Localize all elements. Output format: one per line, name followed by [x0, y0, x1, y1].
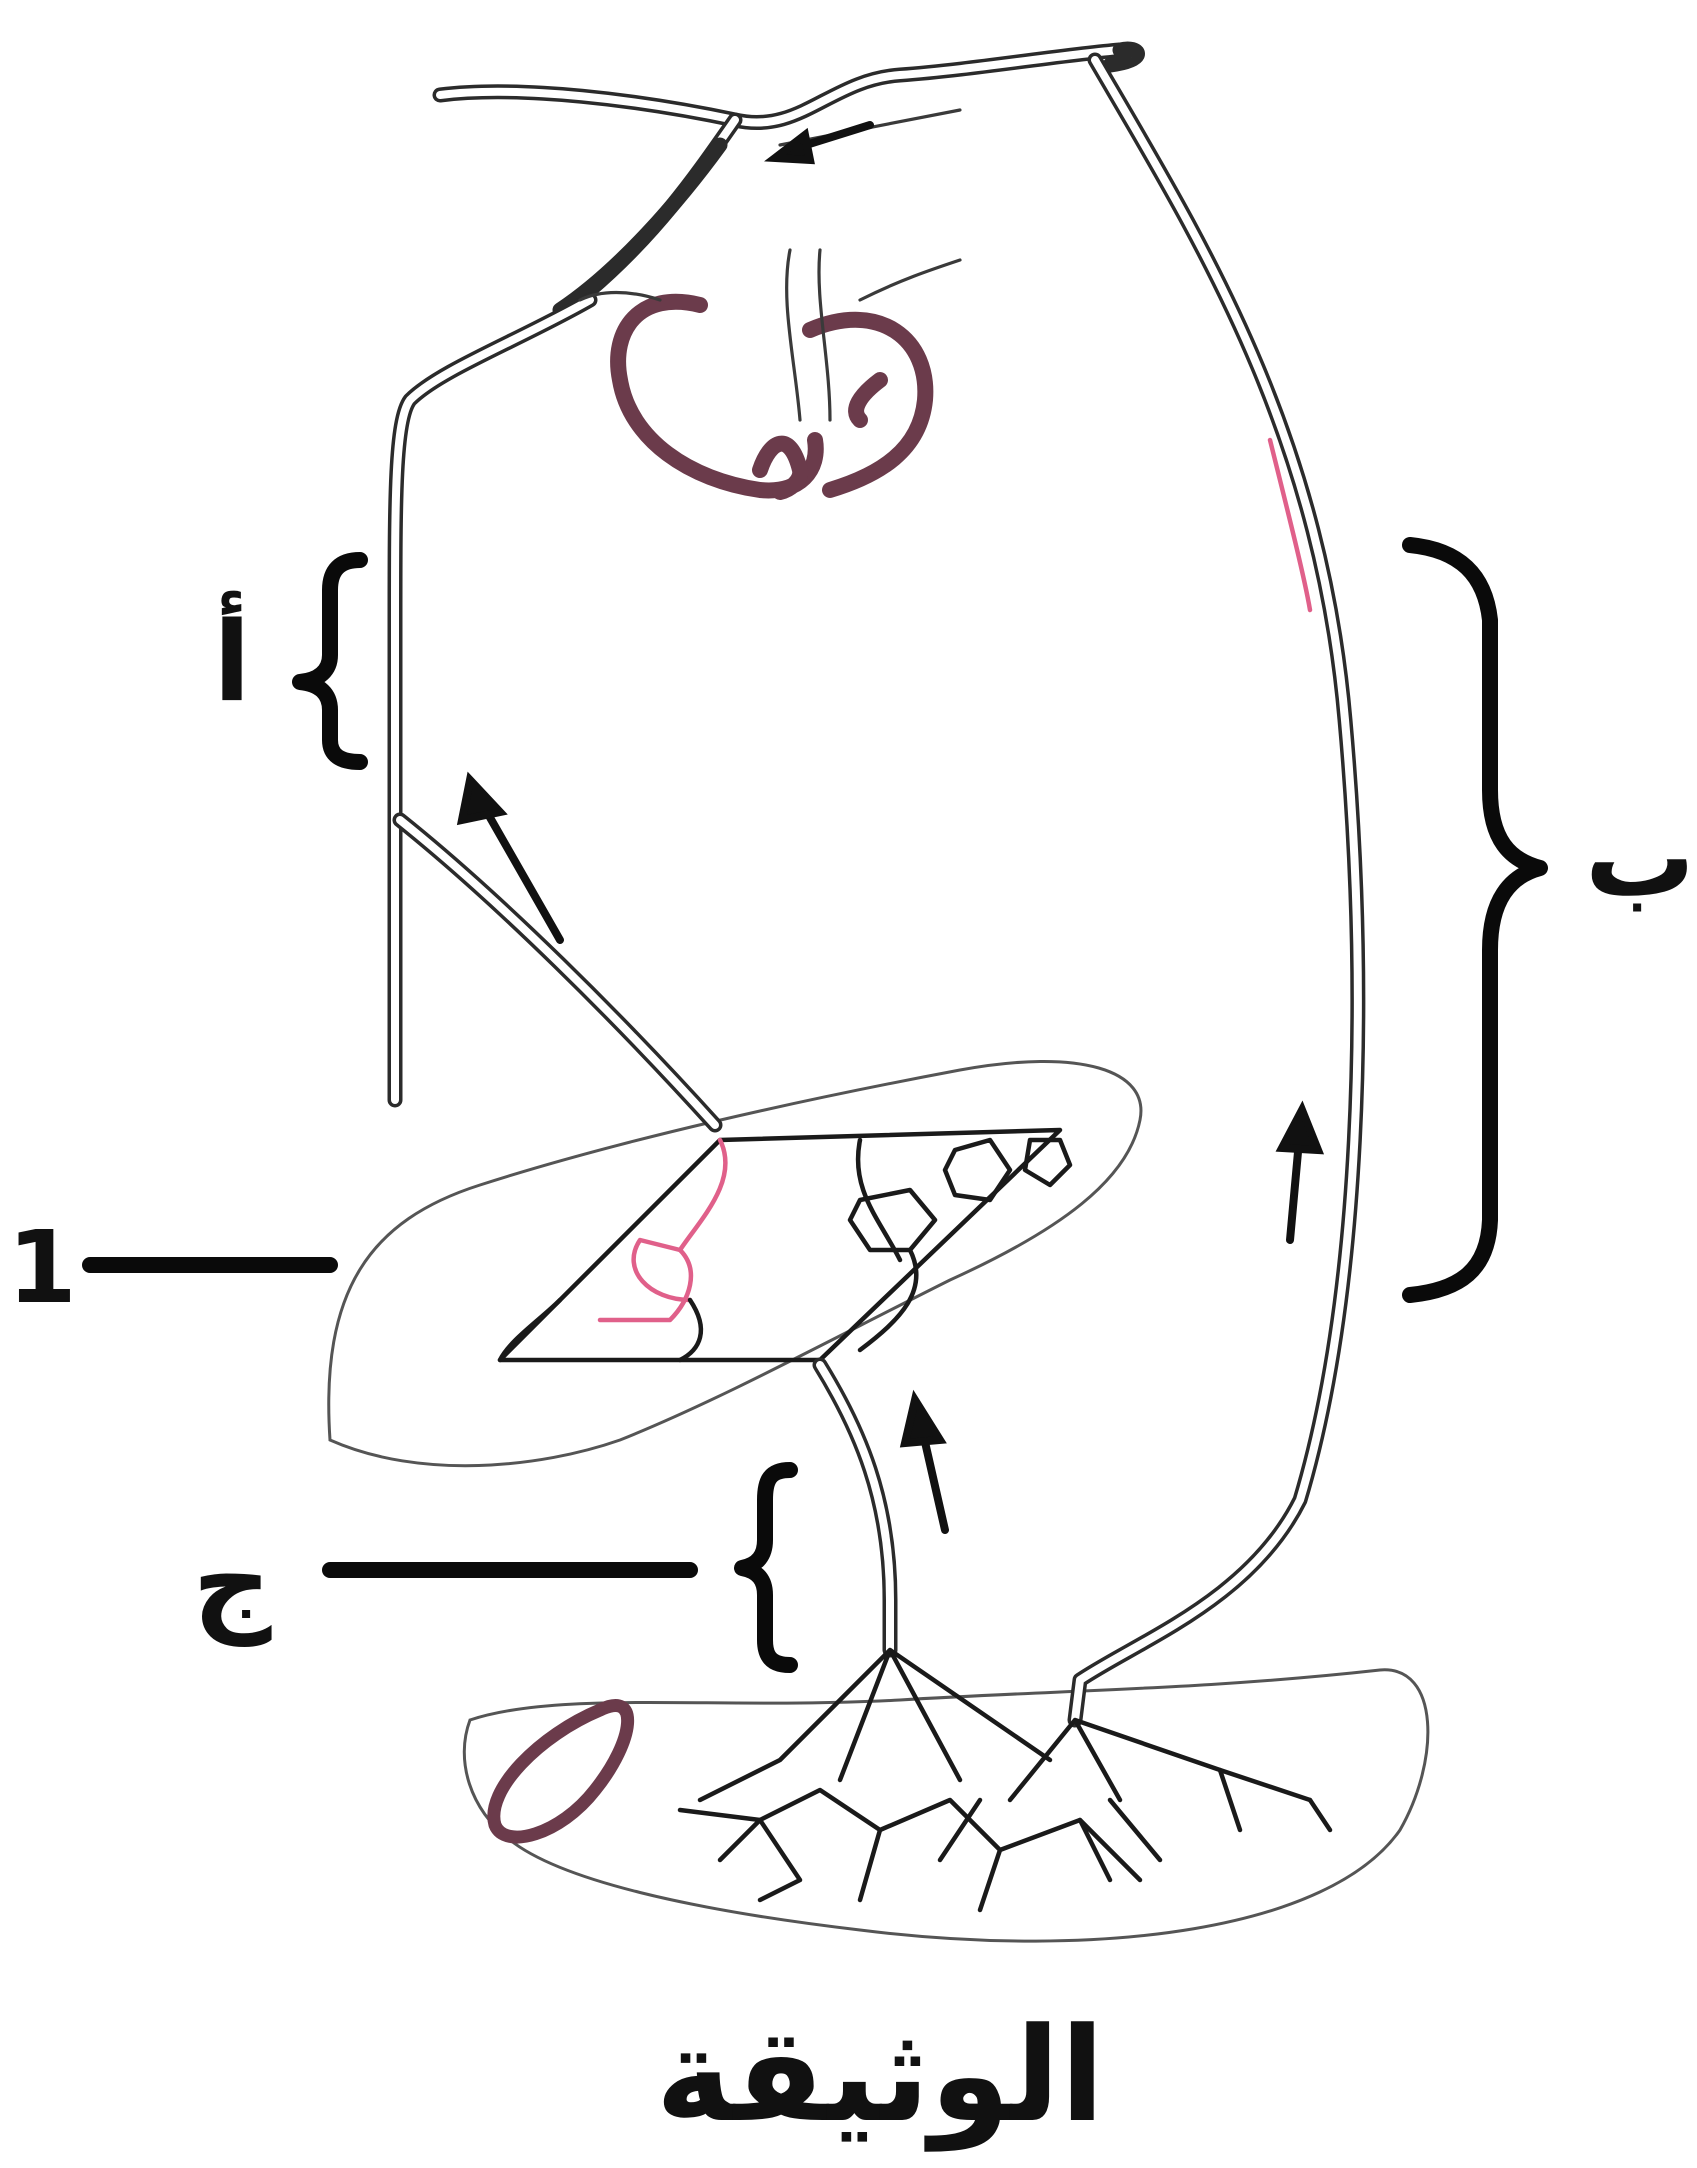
vessel-a	[395, 300, 715, 1125]
label-b: ب	[1585, 793, 1696, 921]
heart-icon	[580, 250, 960, 492]
brace-b	[1410, 545, 1540, 1295]
label-a: أ	[213, 591, 251, 726]
liver-capillaries	[500, 1130, 1070, 1360]
label-1: 1	[7, 1209, 77, 1326]
brace-j	[742, 1470, 790, 1665]
caption: الوثيقة	[655, 1999, 1104, 2152]
label-j: ج	[192, 1518, 272, 1647]
vessel-b	[1075, 60, 1358, 1720]
brace-a	[300, 560, 360, 762]
liver-outline	[329, 1061, 1141, 1465]
intestine-capillaries	[680, 1650, 1330, 1910]
vessel-j	[820, 1365, 890, 1650]
intestine-ring	[494, 1705, 628, 1837]
